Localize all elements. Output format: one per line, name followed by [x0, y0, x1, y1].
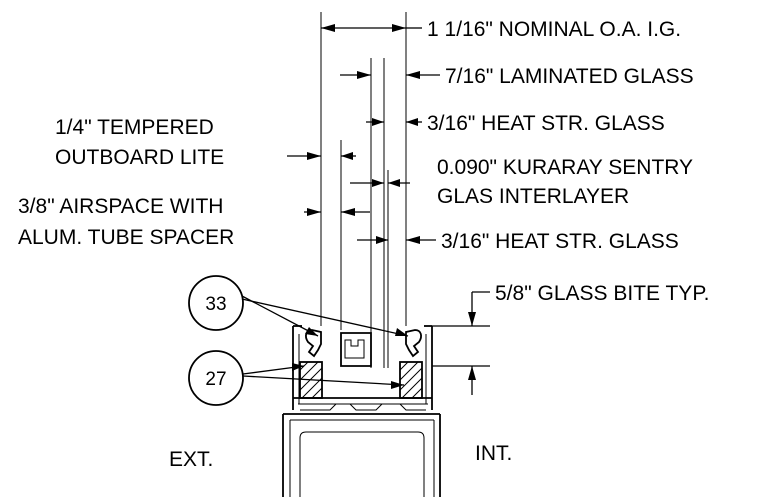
label-tempered-line1: 1/4" TEMPERED: [55, 116, 214, 139]
label-glass-bite: 5/8" GLASS BITE TYP.: [495, 282, 709, 305]
label-tempered-line2: OUTBOARD LITE: [55, 146, 224, 169]
label-airspace-line1: 3/8" AIRSPACE WITH: [18, 195, 223, 218]
label-heat-str-glass-top: 3/16" HEAT STR. GLASS: [427, 112, 665, 135]
frame-section: [282, 325, 441, 497]
callout-27: [188, 350, 405, 406]
callout-33-number: 33: [205, 294, 226, 315]
callout-27-number: 27: [205, 369, 226, 390]
label-nominal-oa-ig: 1 1/16" NOMINAL O.A. I.G.: [427, 18, 681, 41]
dimension-leaders: [287, 24, 490, 395]
label-interlayer-line1: 0.090" KURARAY SENTRY: [437, 156, 693, 179]
label-interior: INT.: [475, 442, 512, 465]
glass-lines: [320, 12, 407, 368]
label-exterior: EXT.: [169, 448, 213, 471]
callout-33: [188, 275, 409, 337]
label-interlayer-line2: GLAS INTERLAYER: [437, 185, 629, 208]
label-heat-str-glass-bottom: 3/16" HEAT STR. GLASS: [441, 230, 679, 253]
label-airspace-line2: ALUM. TUBE SPACER: [18, 226, 234, 249]
label-laminated-glass: 7/16" LAMINATED GLASS: [445, 65, 694, 88]
